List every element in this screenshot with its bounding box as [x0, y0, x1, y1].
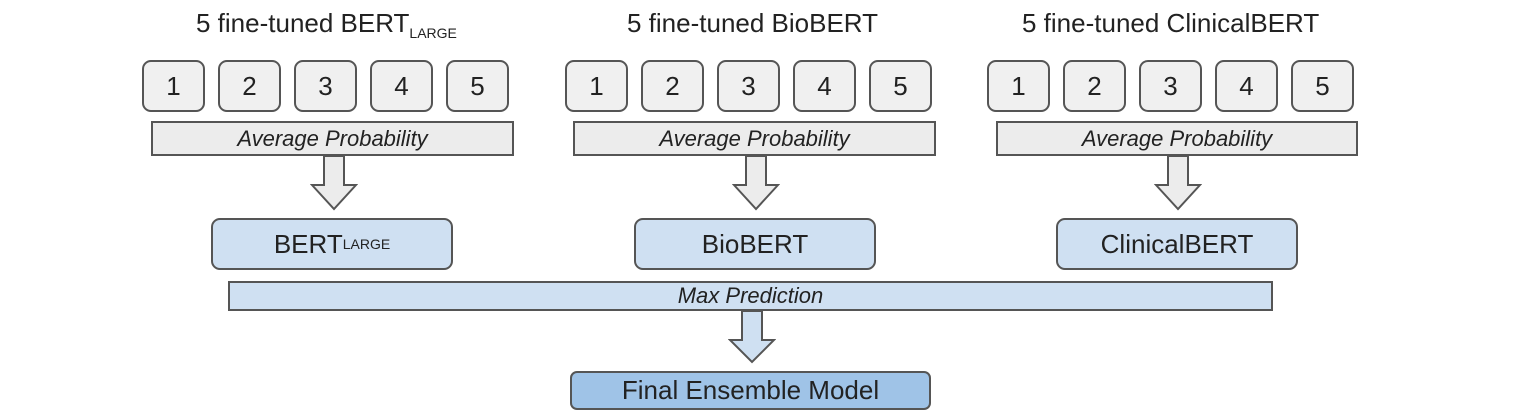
group-3-title-text: 5 fine-tuned ClinicalBERT: [1022, 8, 1320, 38]
group-1-down-arrow: [310, 155, 358, 211]
group-1-average-bar: Average Probability: [151, 121, 514, 156]
model-biobert-label: BioBERT: [701, 228, 809, 259]
final-down-arrow: [728, 310, 776, 364]
group-2-title-text: 5 fine-tuned BioBERT: [627, 8, 878, 38]
model-bert-subscript: LARGE: [342, 236, 391, 252]
group-2-models: 1 2 3 4 5: [565, 60, 932, 114]
group-2-model-5: 5: [869, 60, 932, 112]
model-bert-label: BERT: [273, 228, 343, 259]
group-2-down-arrow: [732, 155, 780, 211]
group-1-model-2: 2: [218, 60, 281, 112]
group-3-model-5: 5: [1291, 60, 1354, 112]
group-1-model-5: 5: [446, 60, 509, 112]
group-2-average-bar: Average Probability: [573, 121, 936, 156]
group-3-model-4: 4: [1215, 60, 1278, 112]
model-clinicalbert-label: ClinicalBERT: [1100, 228, 1254, 259]
model-box-biobert: BioBERT: [634, 218, 876, 270]
group-1-model-3: 3: [294, 60, 357, 112]
group-2-model-2: 2: [641, 60, 704, 112]
group-3-model-3: 3: [1139, 60, 1202, 112]
group-1-title-subscript: LARGE: [409, 25, 457, 41]
group-1-title: 5 fine-tuned BERTLARGE: [196, 8, 457, 41]
group-1-model-4: 4: [370, 60, 433, 112]
group-2-title: 5 fine-tuned BioBERT: [627, 8, 878, 39]
group-2-model-3: 3: [717, 60, 780, 112]
group-2-model-4: 4: [793, 60, 856, 112]
group-3-down-arrow: [1154, 155, 1202, 211]
final-ensemble-model-box: Final Ensemble Model: [570, 371, 931, 410]
group-3-model-2: 2: [1063, 60, 1126, 112]
group-2-model-1: 1: [565, 60, 628, 112]
group-3-title: 5 fine-tuned ClinicalBERT: [1022, 8, 1319, 39]
group-3-models: 1 2 3 4 5: [987, 60, 1354, 114]
group-1-model-1: 1: [142, 60, 205, 112]
group-1-models: 1 2 3 4 5: [142, 60, 509, 114]
model-box-clinicalbert: ClinicalBERT: [1056, 218, 1298, 270]
group-3-average-bar: Average Probability: [996, 121, 1358, 156]
max-prediction-bar: Max Prediction: [228, 281, 1273, 311]
group-3-model-1: 1: [987, 60, 1050, 112]
group-1-title-text: 5 fine-tuned BERT: [196, 8, 410, 38]
